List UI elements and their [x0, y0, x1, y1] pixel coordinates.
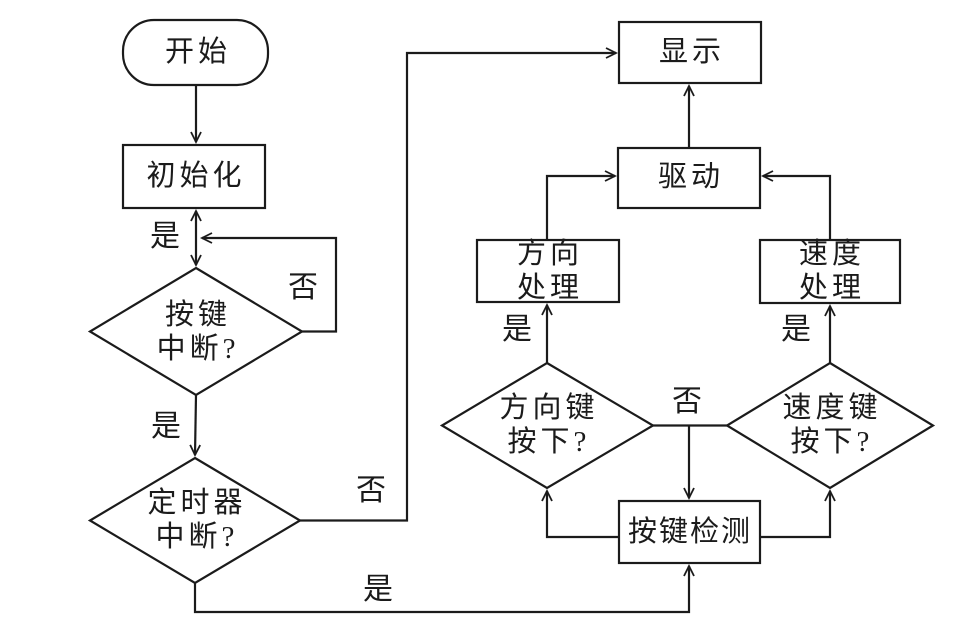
edge-label-yes-speed: 是: [781, 313, 811, 346]
speed-process-node-label: 速度 处理: [795, 237, 865, 305]
edge-timer-no-to-display: [300, 47, 619, 522]
timer-interrupt-node-label: 定时器 中断?: [143, 486, 246, 554]
direction-key-label-line2: 按下?: [507, 426, 591, 458]
edge-label-yes-init: 是: [150, 220, 180, 253]
start-node-label: 开始: [164, 36, 232, 68]
direction-process-label-line1: 方向: [516, 238, 584, 270]
edge-label-yes-key-interrupt: 是: [151, 410, 181, 443]
edge-key-detect-to-direction-key: [541, 488, 619, 539]
edge-label-no-timer: 否: [356, 474, 386, 507]
edge-key-interrupt-no-loop: [199, 232, 338, 333]
edge-label-yes-timer: 是: [363, 573, 393, 606]
direction-process-label-line2: 处理: [516, 272, 584, 304]
display-process-shape: [617, 20, 763, 85]
drive-node-label: 驱动: [657, 161, 725, 193]
direction-process-node-label: 方向 处理: [513, 237, 583, 305]
edge-label-no-keys: 否: [672, 385, 702, 418]
key-interrupt-label-line1: 按键: [164, 299, 231, 331]
init-node-label: 初始化: [146, 160, 246, 192]
key-detect-process-shape: [617, 499, 762, 565]
direction-key-label-line1: 方向键: [499, 392, 599, 424]
init-process-shape: [121, 143, 267, 210]
display-node-label: 显示: [658, 36, 726, 68]
speed-process-label-line2: 处理: [798, 272, 866, 304]
key-detect-node-label: 按键检测: [627, 516, 753, 548]
edge-label-no-key-interrupt: 否: [288, 271, 318, 304]
edge-speed-process-to-drive: [760, 170, 832, 240]
speed-key-decision-shape: [724, 361, 936, 490]
direction-key-node-label: 方向键 按下?: [495, 391, 598, 459]
speed-key-node-label: 速度键 按下?: [778, 391, 881, 459]
edge-direction-process-to-drive: [545, 170, 618, 240]
speed-key-label-line1: 速度键: [782, 392, 882, 424]
edge-key-detect-to-speed-key: [760, 488, 836, 539]
key-interrupt-label-line2: 中断?: [156, 333, 240, 365]
key-interrupt-node-label: 按键 中断?: [153, 298, 240, 366]
edge-label-yes-direction: 是: [502, 313, 532, 346]
timer-interrupt-label-line1: 定时器: [147, 487, 247, 519]
direction-key-decision-shape: [439, 361, 656, 490]
edge-key-interrupt-to-timer: [189, 394, 201, 458]
edge-timer-yes-to-key-detect: [193, 563, 695, 614]
speed-key-label-line2: 按下?: [790, 426, 874, 458]
speed-process-label-line1: 速度: [798, 238, 866, 270]
timer-interrupt-label-line2: 中断?: [155, 521, 239, 553]
